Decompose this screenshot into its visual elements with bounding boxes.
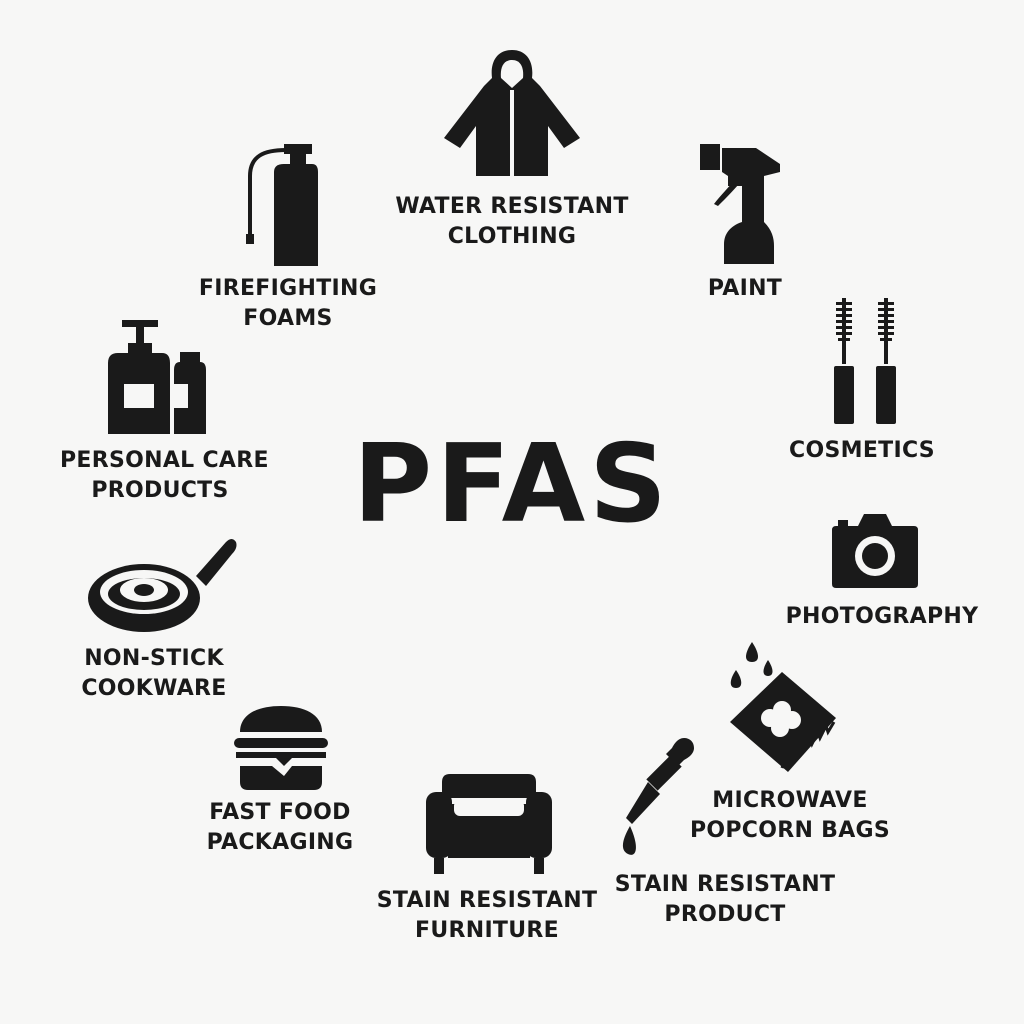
spray-bottle-icon — [700, 144, 780, 264]
armchair-icon — [426, 774, 552, 874]
burger-icon — [234, 706, 328, 790]
dropper-icon — [622, 738, 694, 855]
camera-icon — [832, 514, 918, 588]
mascara-icon — [834, 298, 896, 424]
popcorn-bag-icon — [730, 642, 836, 772]
pump-bottles-icon — [108, 320, 206, 434]
raincoat-icon — [444, 50, 580, 176]
center-title: PFAS — [353, 422, 671, 547]
fire-extinguisher-icon — [246, 144, 318, 266]
label-cosmetics: COSMETICS — [789, 438, 935, 463]
label-paint: PAINT — [707, 276, 783, 301]
label-photography: PHOTOGRAPHY — [785, 604, 979, 629]
frying-pan-icon — [88, 539, 237, 632]
